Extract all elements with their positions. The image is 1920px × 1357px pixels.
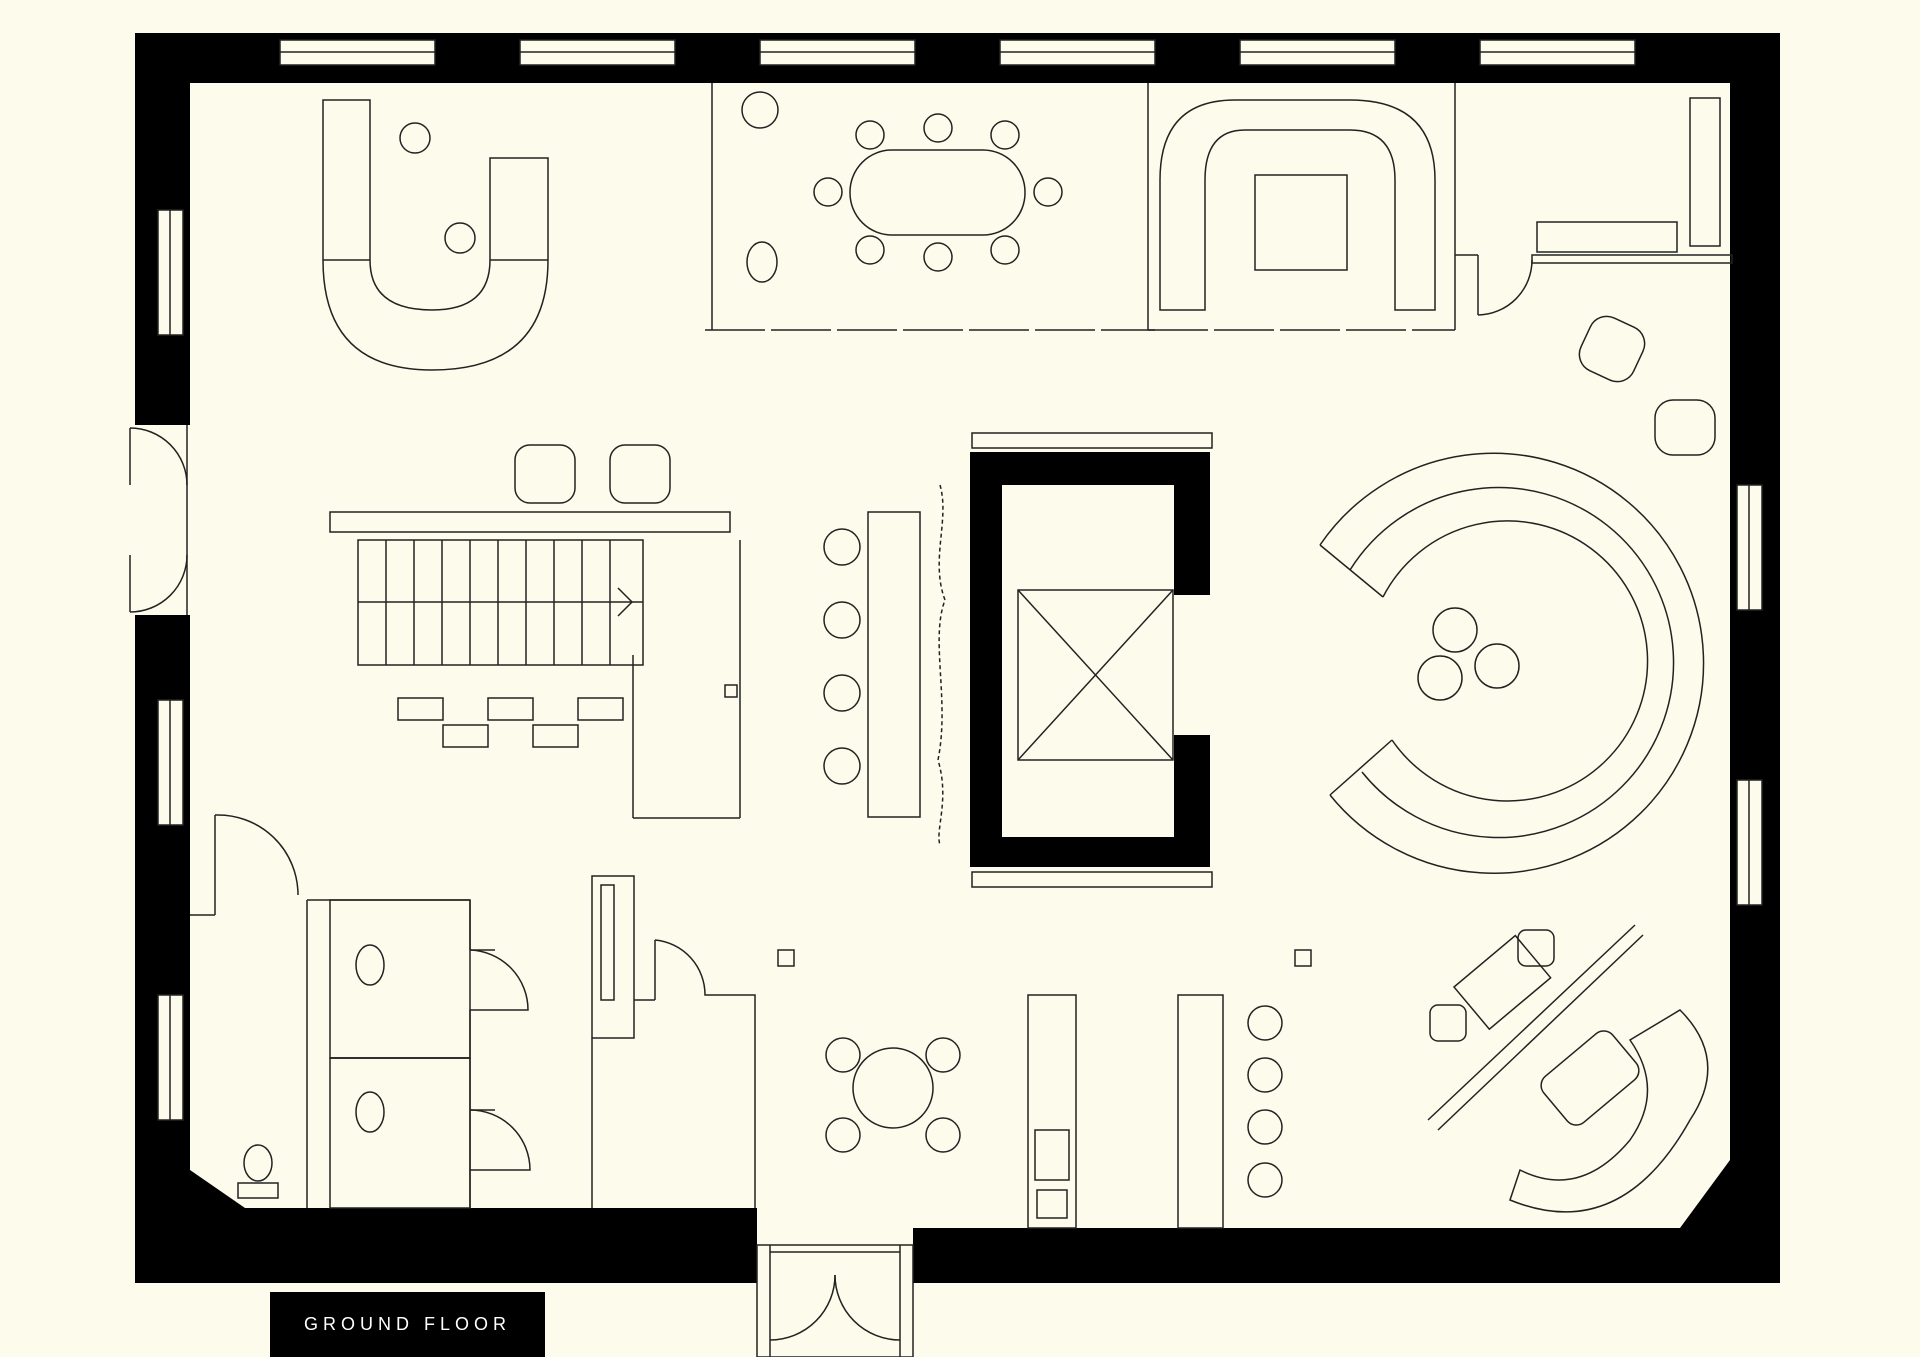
- side-windows: [135, 209, 1763, 1121]
- diagonal-lounge: [1427, 924, 1709, 1213]
- lounge-armchairs: [1578, 315, 1716, 456]
- floor-label-text: GROUND FLOOR: [303, 1314, 511, 1334]
- utility-closet: [591, 875, 756, 1208]
- circular-seating: [1319, 452, 1705, 874]
- meeting-room: [705, 83, 1155, 331]
- reception-desk: [322, 99, 549, 371]
- round-table: [825, 1037, 961, 1153]
- kitchenette: [777, 949, 1312, 1229]
- staircase: [329, 444, 741, 819]
- exterior-walls: [135, 33, 1780, 1283]
- storage-room: [1455, 97, 1733, 316]
- restrooms: [190, 814, 531, 1209]
- main-entrance-door: [756, 1244, 914, 1357]
- bar-counter: [823, 484, 946, 846]
- elevator-core: [970, 432, 1213, 888]
- lounge-booth-room: [1148, 83, 1456, 331]
- left-exterior-door: [129, 425, 188, 615]
- top-windows: [279, 39, 1636, 66]
- floor-label: GROUND FLOOR: [270, 1292, 545, 1357]
